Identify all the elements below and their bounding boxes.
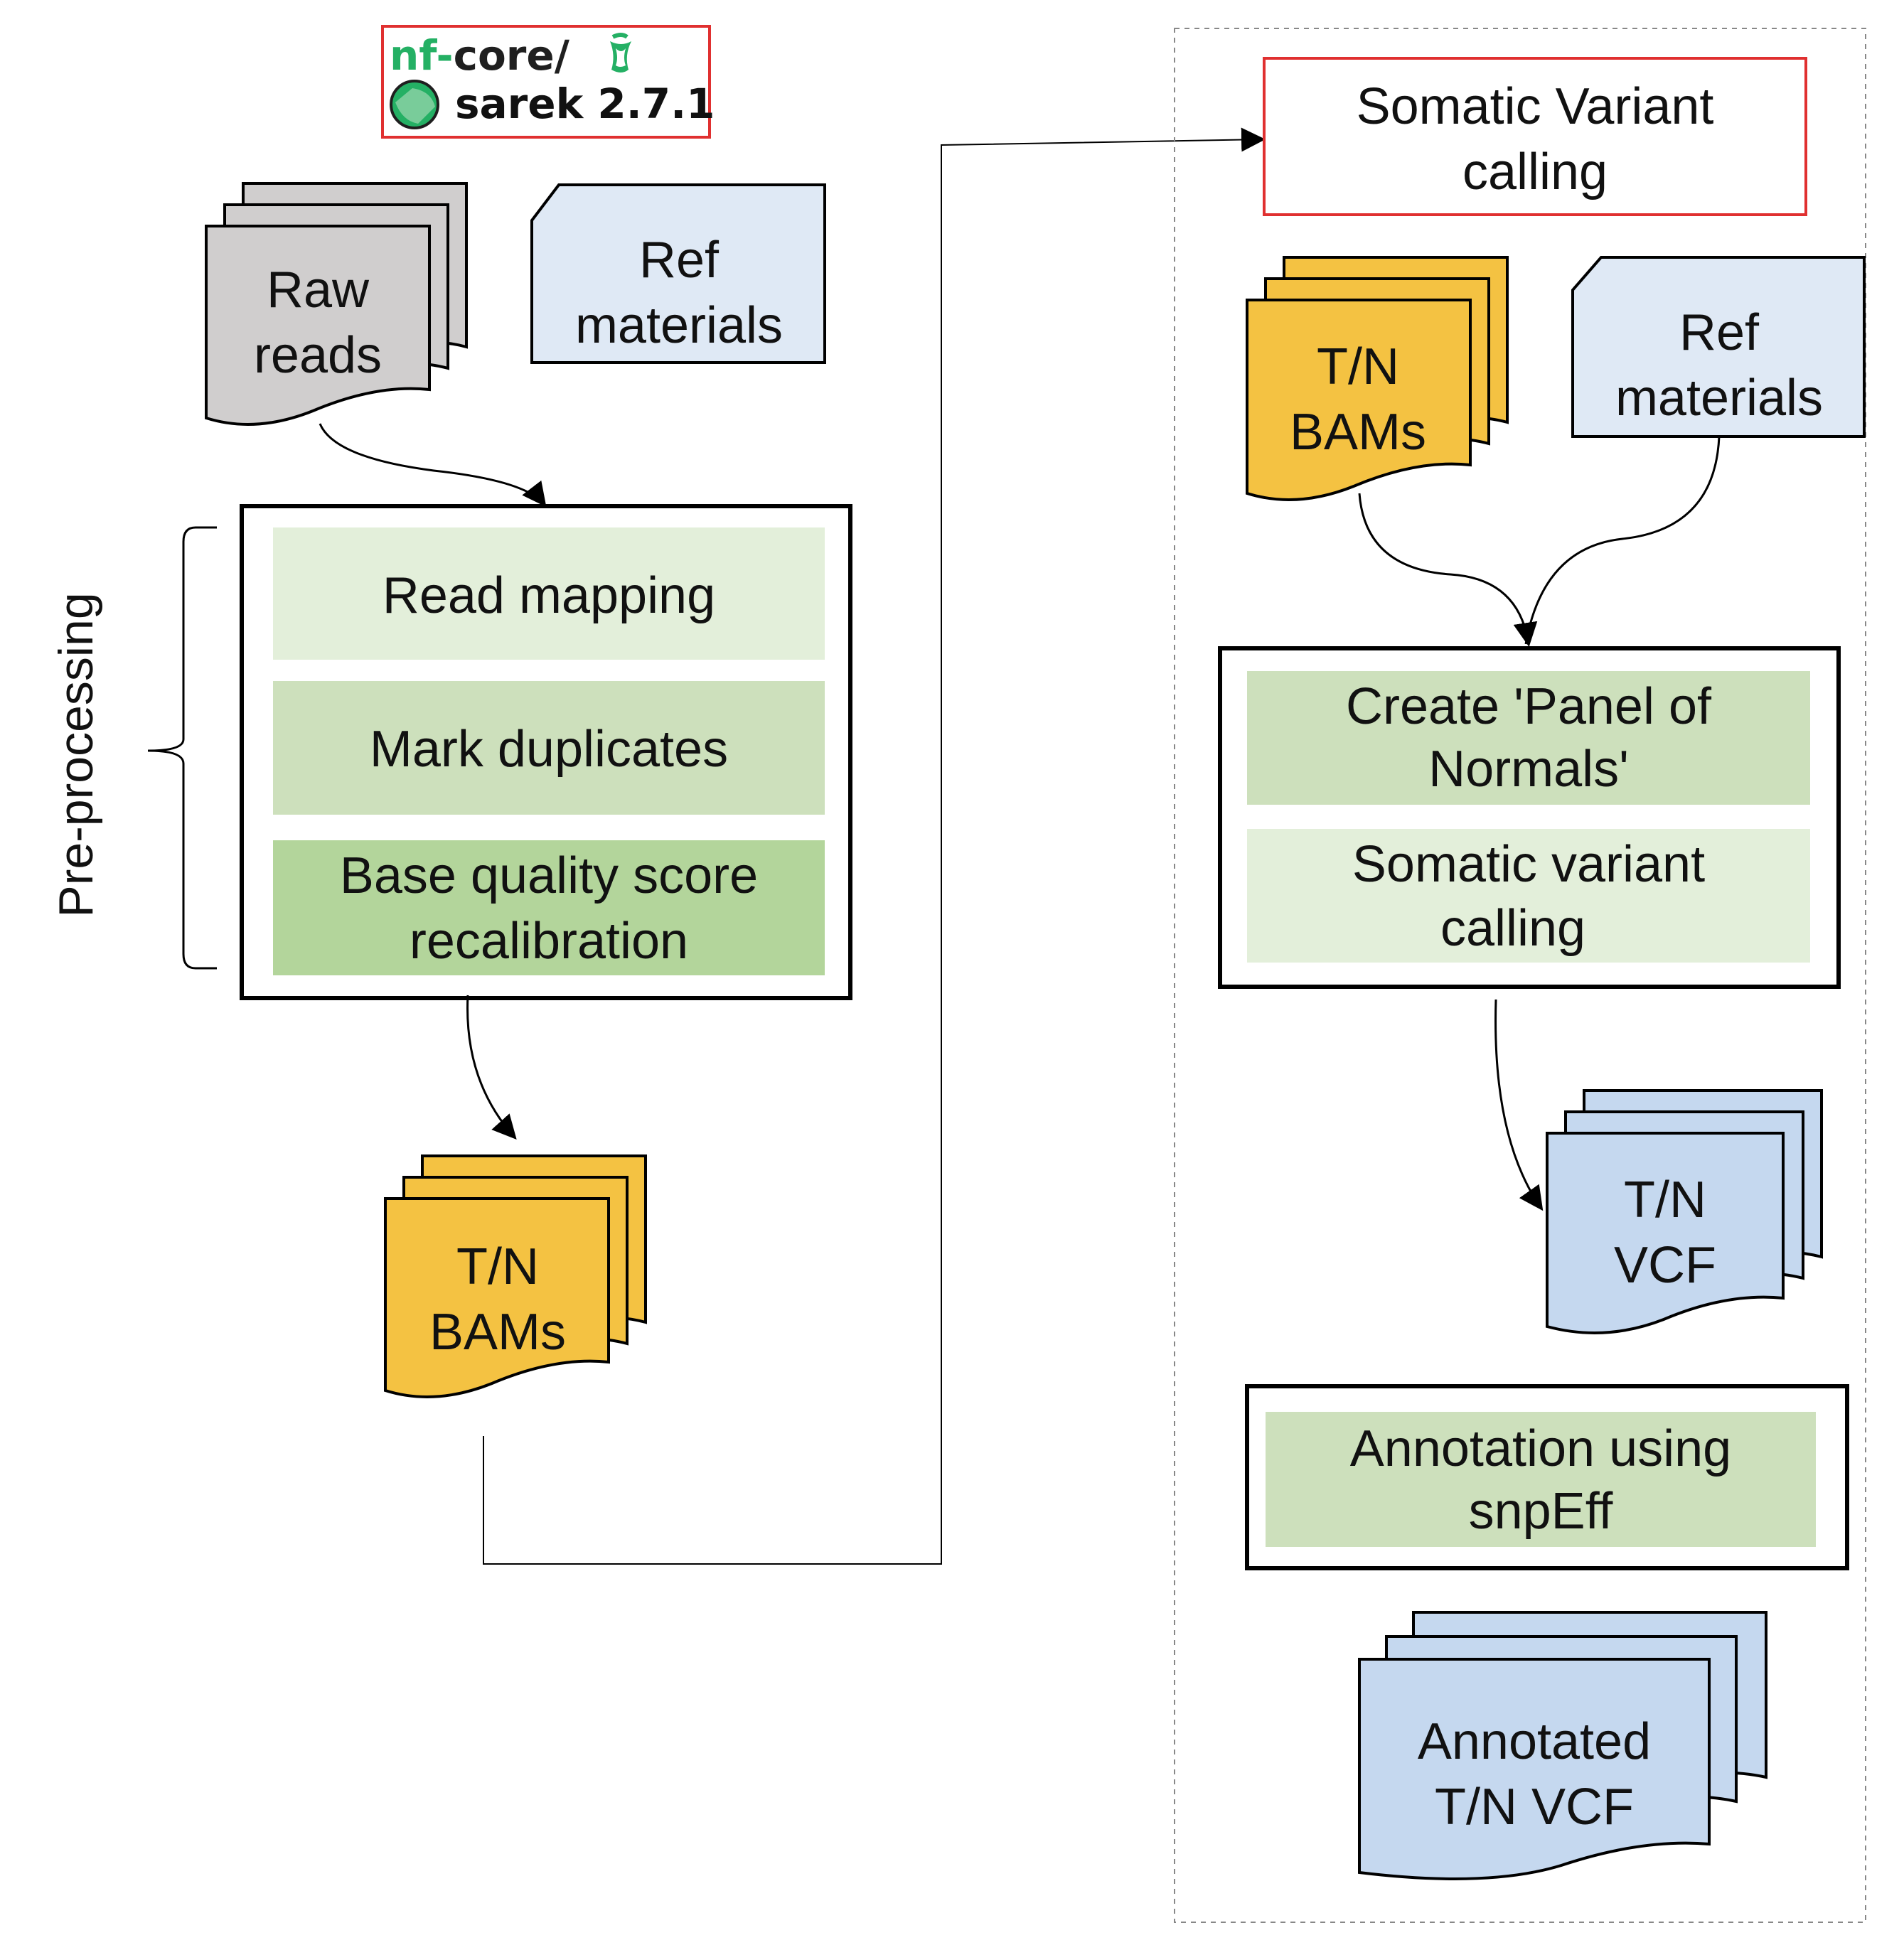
raw-reads-label-2: reads bbox=[254, 327, 382, 384]
preprocessing-section-label: Pre-processing bbox=[49, 592, 103, 917]
vcf-document: T/N VCF bbox=[1546, 1089, 1823, 1334]
step-panel-of-normals-label-2: Normals' bbox=[1428, 741, 1629, 798]
step-mark-duplicates bbox=[273, 681, 825, 815]
step-annotation-label-2: snpEff bbox=[1469, 1483, 1614, 1540]
annotation-box: Annotation using snpEff bbox=[1245, 1384, 1849, 1570]
bams-right-document: T/N BAMs bbox=[1246, 256, 1509, 501]
somatic-panel bbox=[1174, 28, 1866, 1923]
nf-core-sarek-logo: nf-core/ sarek 2.7.1 bbox=[381, 25, 715, 139]
ref-materials-left-label-1: Ref bbox=[639, 232, 720, 289]
somatic-title-box: Somatic Variant calling bbox=[1263, 57, 1807, 216]
connector-bams-to-somatic bbox=[483, 127, 1266, 1565]
somatic-steps-box: Create 'Panel of Normals' Somatic varian… bbox=[1218, 646, 1841, 989]
bams-left-label-2: BAMs bbox=[429, 1304, 566, 1361]
step-annotation-label-1: Annotation using bbox=[1350, 1420, 1731, 1477]
arrow-somatic-to-vcf bbox=[1494, 999, 1544, 1211]
step-bqsr-label-2: recalibration bbox=[410, 913, 688, 970]
annotated-vcf-label-2: T/N VCF bbox=[1435, 1779, 1634, 1836]
step-somatic-variant-calling-label-2: calling bbox=[1440, 900, 1585, 957]
arrow-preprocessing-to-bams bbox=[466, 995, 517, 1140]
sarek-icon bbox=[390, 80, 439, 129]
logo-line2: sarek 2.7.1 bbox=[455, 80, 715, 128]
raw-reads-label-1: Raw bbox=[267, 262, 370, 318]
ref-materials-left-document: Ref materials bbox=[530, 183, 826, 364]
arrow-bams-to-somatic-box bbox=[1358, 493, 1538, 647]
logo-border bbox=[381, 25, 711, 139]
ref-materials-right-label-2: materials bbox=[1615, 370, 1823, 427]
vcf-label-1: T/N bbox=[1624, 1172, 1706, 1228]
step-read-mapping-label: Read mapping bbox=[383, 567, 715, 624]
raw-reads-document: Raw reads bbox=[205, 182, 468, 426]
preprocessing-box: Read mapping Mark duplicates Base qualit… bbox=[240, 504, 852, 1000]
logo-line1: nf-core/ bbox=[390, 31, 570, 80]
logo-core-text: core/ bbox=[454, 31, 570, 80]
annotated-vcf-label-1: Annotated bbox=[1418, 1713, 1651, 1770]
ref-materials-right-label-1: Ref bbox=[1679, 304, 1760, 361]
apple-core-icon bbox=[610, 33, 631, 73]
step-read-mapping bbox=[273, 527, 825, 660]
logo-nf-text: nf- bbox=[390, 31, 454, 80]
bams-right-label-1: T/N bbox=[1317, 338, 1399, 395]
step-bqsr bbox=[273, 840, 825, 975]
step-somatic-variant-calling-label-1: Somatic variant bbox=[1352, 836, 1705, 893]
step-panel-of-normals-label-1: Create 'Panel of bbox=[1346, 678, 1712, 735]
preprocessing-brace bbox=[147, 526, 217, 970]
somatic-title-1: Somatic Variant bbox=[1357, 78, 1714, 135]
step-somatic-variant-calling bbox=[1247, 829, 1810, 963]
bams-left-label-1: T/N bbox=[456, 1238, 539, 1295]
arrow-ref-to-somatic-box bbox=[1524, 436, 1721, 645]
step-annotation bbox=[1266, 1412, 1816, 1547]
ref-materials-left-label-2: materials bbox=[575, 297, 783, 354]
step-mark-duplicates-label: Mark duplicates bbox=[370, 721, 728, 778]
step-bqsr-label-1: Base quality score bbox=[340, 847, 758, 904]
ref-materials-right-document: Ref materials bbox=[1571, 256, 1866, 438]
bams-right-label-2: BAMs bbox=[1290, 404, 1426, 461]
bams-left-document: T/N BAMs bbox=[384, 1154, 647, 1398]
arrow-raw-to-preprocessing bbox=[319, 423, 547, 508]
annotated-vcf-document: Annotated T/N VCF bbox=[1358, 1611, 1767, 1880]
step-panel-of-normals bbox=[1247, 671, 1810, 805]
vcf-label-2: VCF bbox=[1614, 1237, 1716, 1294]
somatic-title-2: calling bbox=[1462, 144, 1608, 200]
